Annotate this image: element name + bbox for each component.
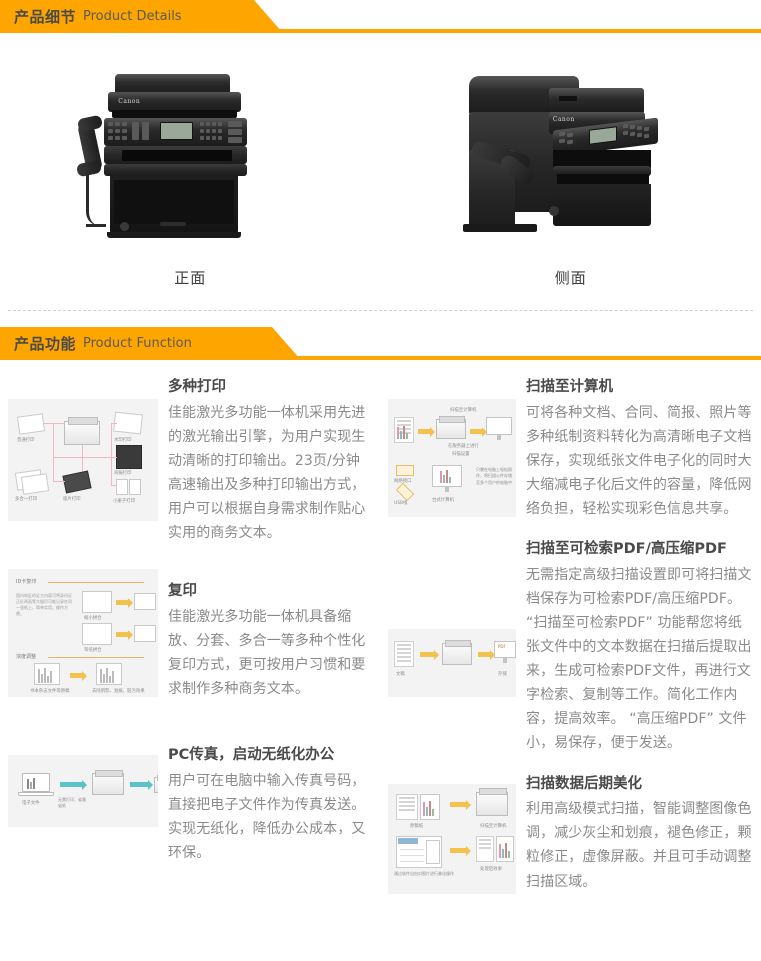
diagram-label: 无需打印、省墨省纸 bbox=[58, 797, 86, 808]
banner-product-details: 产品细节 Product Details bbox=[0, 0, 761, 36]
diagram-label: 网络接口 bbox=[394, 479, 412, 484]
banner-notch bbox=[254, 0, 282, 32]
feature-text-scan-beautify: 扫描数据后期美化 利用高级模式扫描，智能调整图像色调，减少灰尘和划痕，褪色修正，… bbox=[516, 774, 754, 894]
section-product-function: 产品功能 Product Function 普通打印 多合一打印 bbox=[0, 327, 761, 894]
banner-title-cn: 产品细节 bbox=[14, 7, 77, 26]
diagram-label: 缩小拼合 bbox=[84, 616, 102, 622]
canon-logo: Canon bbox=[118, 98, 141, 105]
diagram-label: 文稿 bbox=[396, 672, 405, 678]
feature-title: 多种打印 bbox=[168, 379, 226, 395]
banner-bar: 产品细节 Product Details bbox=[0, 0, 254, 32]
feature-body: 可将各种文档、合同、简报、照片等多种纸制资料转化为高清晰电子文档保存，实现纸张文… bbox=[526, 404, 752, 518]
feature-title: 复印 bbox=[168, 583, 197, 600]
product-photo-front: Canon bbox=[0, 54, 381, 288]
section-divider bbox=[8, 310, 753, 311]
diagram-label: 扫描至计算机 bbox=[480, 823, 507, 829]
printing-methods-diagram: 普通打印 多合一打印 版片打印 水印打印 海报打印 小册子打印 bbox=[8, 399, 158, 521]
pc-fax-diagram: 电子文件 无需打印、省墨省纸 传真 bbox=[8, 755, 158, 828]
diagram-label: 海报打印 bbox=[114, 471, 132, 476]
printer-front-illustration: Canon bbox=[60, 54, 320, 259]
feature-body: 佳能激光多功能一体机具备缩放、分套、多合一等多种个性化复印方式，更可按用户习惯和… bbox=[168, 608, 366, 698]
diagram-label: 扫描设置 bbox=[452, 452, 470, 457]
diagram-label: 水印打印 bbox=[114, 438, 132, 443]
diagram-label: 小册子打印 bbox=[113, 499, 135, 504]
feature-column-right: 扫描至计算机 在服务器上进行 扫描设置 网络接口 USB线 台式计算机 只需在电… bbox=[380, 377, 761, 894]
feature-block-copy: ID卡复印 国内地区的证大内容可将身份证正反两面等大幅尽可能记录在同一张纸上，简… bbox=[0, 563, 380, 701]
feature-block-scan-beautify: 原稿纸 扫描至计算机 通过软件自由对图片进行美化操作 bbox=[380, 774, 760, 894]
feature-body: 利用高级模式扫描，智能调整图像色调，减少灰尘和划痕，褪色修正，颗粒修正，虚像屏蔽… bbox=[526, 801, 752, 890]
diagram-label: 书本杂志文件等原稿 bbox=[30, 689, 70, 695]
banner-bar: 产品功能 Product Function bbox=[0, 327, 272, 359]
printer-side-illustration: Canon bbox=[441, 54, 701, 259]
feature-text-scan-to-pc: 扫描至计算机 可将各种文档、合同、简报、照片等多种纸制资料转化为高清晰电子文档保… bbox=[516, 377, 754, 521]
banner-notch bbox=[272, 327, 300, 359]
section-product-details: 产品细节 Product Details Canon bbox=[0, 0, 761, 311]
product-photo-row: Canon bbox=[0, 36, 761, 292]
diagram-label: 扫描至计算机 bbox=[450, 408, 477, 413]
searchable-pdf-diagram: 文稿 PDF 存储 bbox=[388, 629, 516, 698]
feature-columns: 普通打印 多合一打印 版片打印 水印打印 海报打印 小册子打印 bbox=[0, 363, 761, 894]
feature-title: 扫描至可检索PDF/高压缩PDF bbox=[526, 541, 727, 558]
diagram-label: 浓度调整 bbox=[16, 654, 37, 661]
banner-title-en: Product Function bbox=[83, 335, 192, 351]
banner-product-function: 产品功能 Product Function bbox=[0, 327, 761, 363]
diagram-label: 在服务器上进行 bbox=[448, 444, 479, 449]
feature-text-copy: 复印 佳能激光多功能一体机具备缩放、分套、多合一等多种个性化复印方式，更可按用户… bbox=[158, 563, 374, 701]
feature-text-pc-fax: PC传真，启动无纸化办公 用户可在电脑中输入传真号码，直接把电子文件作为传真发送… bbox=[158, 727, 374, 865]
diagram-label: 版片打印 bbox=[63, 497, 81, 502]
feature-title: PC传真，启动无纸化办公 bbox=[168, 747, 335, 764]
feature-body: 用户可在电脑中输入传真号码，直接把电子文件作为传真发送。实现无纸化，降低办公成本… bbox=[168, 773, 366, 862]
diagram-label: 电子文件 bbox=[22, 801, 40, 807]
feature-text-searchable-pdf: 扫描至可检索PDF/高压缩PDF 无需指定高级扫描设置即可将扫描文档保存为可检索… bbox=[516, 539, 754, 755]
copy-features-diagram: ID卡复印 国内地区的证大内容可将身份证正反两面等大幅尽可能记录在同一张纸上，简… bbox=[8, 569, 158, 698]
feature-body: 佳能激光多功能一体机采用先进的激光输出引擎，为用户实现生动清晰的打印输出。23页… bbox=[168, 404, 366, 542]
diagram-label: 处理后效果 bbox=[480, 866, 502, 872]
diagram-label: 台式计算机 bbox=[432, 498, 454, 503]
diagram-label: 等倍拼合 bbox=[84, 648, 102, 654]
scan-to-computer-diagram: 扫描至计算机 在服务器上进行 扫描设置 网络接口 USB线 台式计算机 只需在电… bbox=[388, 399, 516, 517]
photo-caption-front: 正面 bbox=[174, 269, 207, 287]
banner-underline bbox=[0, 356, 761, 360]
diagram-label: ID卡复印 bbox=[16, 579, 37, 586]
product-photo-side: Canon bbox=[381, 54, 761, 288]
diagram-label: 存储 bbox=[498, 672, 507, 678]
feature-title: 扫描数据后期美化 bbox=[526, 775, 642, 792]
feature-title: 扫描至计算机 bbox=[526, 379, 613, 395]
diagram-label: 普通打印 bbox=[17, 438, 35, 443]
diagram-label: 原稿纸 bbox=[410, 823, 424, 829]
banner-title-en: Product Details bbox=[83, 8, 182, 24]
scan-enhancement-diagram: 原稿纸 扫描至计算机 通过软件自由对图片进行美化操作 bbox=[388, 783, 516, 894]
diagram-label: USB线 bbox=[394, 501, 408, 506]
feature-body: 无需指定高级扫描设置即可将扫描文档保存为可检索PDF/高压缩PDF。 “扫描至可… bbox=[526, 566, 752, 752]
feature-column-left: 普通打印 多合一打印 版片打印 水印打印 海报打印 小册子打印 bbox=[0, 377, 380, 894]
banner-title-cn: 产品功能 bbox=[14, 334, 77, 353]
diagram-label: PDF bbox=[498, 644, 506, 650]
photo-caption-side: 侧面 bbox=[554, 269, 587, 287]
diagram-label: 多合一打印 bbox=[15, 497, 37, 502]
feature-block-searchable-pdf: 文稿 PDF 存储 扫描至可检索PDF/高压缩PDF 无需指定高级扫描设置即可将… bbox=[380, 539, 760, 755]
banner-underline bbox=[0, 29, 761, 33]
feature-block-print: 普通打印 多合一打印 版片打印 水印打印 海报打印 小册子打印 bbox=[0, 377, 380, 545]
diagram-label: 通过软件自由对图片进行美化操作 bbox=[394, 870, 454, 876]
diagram-label: 去除阴影、划痕、脏污效果 bbox=[92, 689, 145, 695]
printer-lcd bbox=[160, 122, 194, 140]
feature-text-print: 多种打印 佳能激光多功能一体机采用先进的激光输出引擎，为用户实现生动清晰的打印输… bbox=[158, 377, 374, 545]
feature-block-scan-to-pc: 扫描至计算机 在服务器上进行 扫描设置 网络接口 USB线 台式计算机 只需在电… bbox=[380, 377, 760, 521]
canon-logo: Canon bbox=[552, 116, 575, 123]
feature-block-pc-fax: 电子文件 无需打印、省墨省纸 传真 PC传真，启动无纸化办公 用户可在电脑中输入… bbox=[0, 727, 380, 865]
